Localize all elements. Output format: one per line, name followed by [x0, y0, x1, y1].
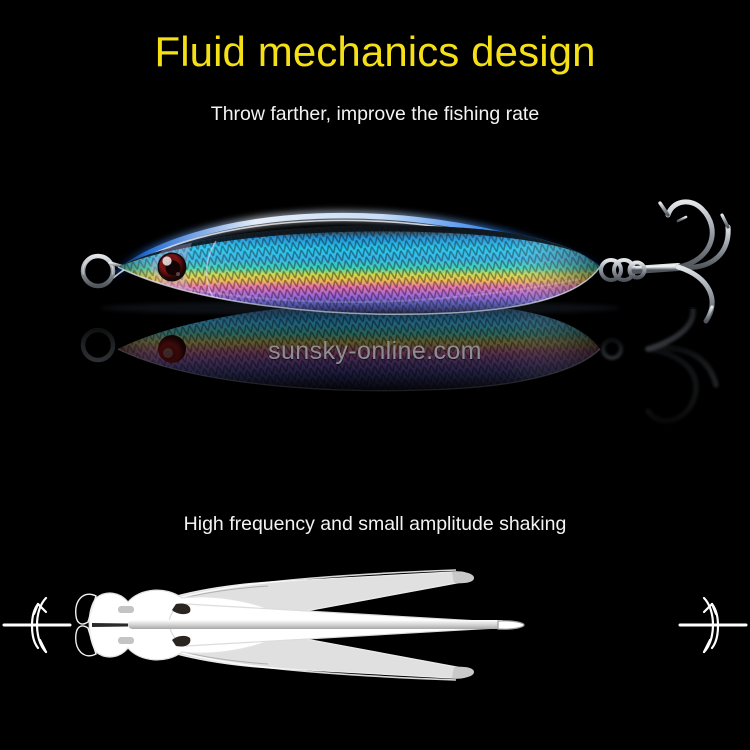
page-title: Fluid mechanics design — [154, 28, 596, 75]
lure-eye — [157, 252, 187, 282]
lure-top-view — [75, 589, 525, 661]
shaking-motion-diagram — [2, 569, 748, 681]
lure-body — [117, 225, 601, 315]
page-subtitle: Throw farther, improve the fishing rate — [210, 103, 540, 125]
treble-hook-reflection — [601, 296, 719, 424]
right-rotation-arrows-icon — [678, 596, 748, 654]
treble-hook — [599, 199, 731, 324]
watermark: sunsky-online.com — [268, 337, 482, 365]
split-ring-reflection — [80, 327, 116, 363]
hero-product-photo — [0, 175, 750, 435]
left-rotation-arrows-icon — [2, 596, 72, 654]
feature-caption: High frequency and small amplitude shaki… — [183, 513, 567, 535]
lure-illustration — [0, 199, 750, 424]
split-ring-nose — [80, 253, 126, 289]
